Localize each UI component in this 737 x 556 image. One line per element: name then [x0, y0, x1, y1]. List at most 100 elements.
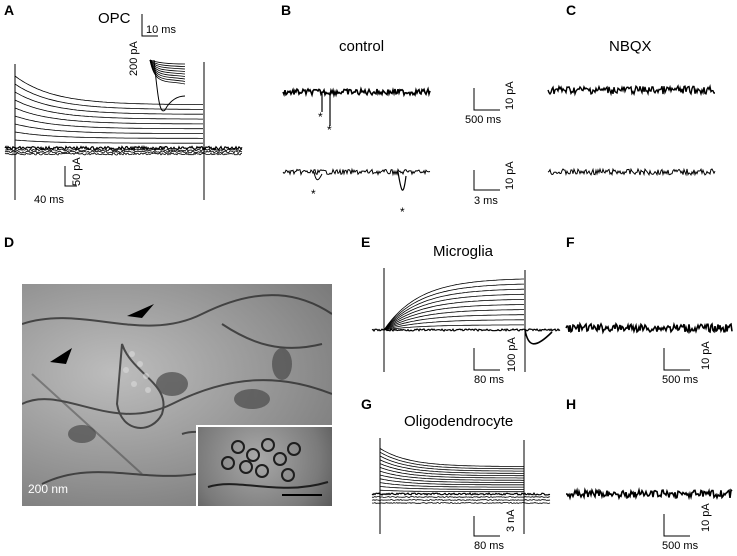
microglia-trace-2: [383, 319, 524, 331]
panel-e-scale-time-label: 80 ms: [474, 374, 504, 386]
opc-hyperpol-trace-2: [4, 150, 243, 154]
h-scalebar: [663, 514, 690, 537]
opc-inset-trace-2: [149, 59, 186, 70]
nbqx-trace-1: [547, 84, 715, 97]
microglia-trace-10: [383, 278, 524, 331]
panel-f-scale-time-label: 500 ms: [662, 374, 699, 386]
panel-g-title: Oligodendrocyte: [404, 413, 514, 430]
microglia-trace-5: [383, 304, 524, 331]
microglia-trace-1: [383, 324, 524, 331]
control-trace-fast: [282, 167, 431, 177]
panel-g-scale-time-label: 80 ms: [474, 540, 504, 552]
opc-trace-9: [14, 75, 203, 105]
panel-a-scale-current-label: 50 pA: [71, 157, 83, 186]
panel-label-b: B: [281, 2, 292, 18]
oligo-hyperpol-3: [371, 502, 551, 504]
microglia-trace-8: [383, 288, 524, 331]
oligo-trace-2: [379, 486, 524, 490]
oligo-trace-6: [379, 470, 524, 481]
panel-a-inset-time-label: 10 ms: [146, 24, 176, 36]
nbqx-trace-2: [547, 167, 716, 177]
microglia-baseline: [371, 328, 561, 332]
opc-trace-5: [14, 107, 203, 125]
panel-h-scale-current-label: 10 pA: [700, 503, 712, 532]
opc-trace-4: [14, 115, 203, 130]
f-scalebar: [663, 348, 690, 371]
panel-g-scale-current-label: 3 nA: [505, 509, 517, 532]
panel-b-scale2-time-label: 3 ms: [474, 195, 498, 207]
panel-c-title: NBQX: [609, 38, 652, 55]
opc-hyperpol-trace-3: [4, 152, 243, 156]
oligo-trace-11: [379, 451, 524, 470]
opc-inset-trace-8: [149, 59, 186, 85]
panel-f-scale-current-label: 10 pA: [700, 341, 712, 370]
oligo-trace-7: [379, 467, 524, 479]
oligo-trace-1: [379, 489, 524, 493]
opc-trace-6: [14, 99, 203, 120]
panel-label-h: H: [566, 396, 577, 412]
oligo-trace-12: [379, 448, 524, 467]
oligo-trace-8: [379, 463, 524, 477]
panel-a-scale-time-label: 40 ms: [34, 194, 64, 206]
panel-b-title: control: [339, 38, 385, 55]
asterisk-2: *: [327, 123, 332, 137]
inset-vesicles: [207, 438, 329, 496]
opc-inset-peak: [153, 59, 186, 112]
arrowhead-1: [127, 304, 154, 318]
control-trace-slow: [282, 86, 431, 98]
panel-e-scale-current-label: 100 pA: [506, 337, 518, 372]
oligo-scalebar: [473, 516, 500, 537]
opc-trace-8: [14, 83, 203, 110]
panel-b-scale1-time-label: 500 ms: [465, 114, 502, 126]
opc-inset-trace-0: [149, 59, 186, 65]
microglia-trace-3: [383, 314, 524, 331]
arrowhead-2: [50, 348, 72, 364]
oligo-baseline: [371, 491, 551, 496]
micrograph-inset: [196, 425, 332, 506]
opc-baseline: [4, 145, 243, 151]
opc-trace-3: [14, 123, 203, 134]
asterisk-3: *: [311, 187, 316, 201]
panel-label-f: F: [566, 234, 575, 250]
oligo-trace-10: [379, 455, 524, 472]
oligo-hyperpol-1: [371, 496, 551, 498]
microglia-scalebar: [473, 348, 500, 371]
opc-trace-1: [14, 139, 203, 144]
panel-h-scale-time-label: 500 ms: [662, 540, 699, 552]
opc-trace-7: [14, 91, 203, 115]
scale-bar-label-200nm: 200 nm: [28, 482, 69, 496]
oligo-hyperpol-2: [371, 499, 551, 502]
oligo-trace-9: [379, 459, 524, 474]
panel-e-title: Microglia: [433, 243, 494, 260]
opc-scalebar: [64, 166, 77, 187]
control-fast-event-2: [397, 171, 407, 191]
asterisk-4: *: [400, 205, 405, 219]
panel-b-scale1-current-label: 10 pA: [504, 81, 516, 110]
oligo-trace-5: [379, 474, 524, 483]
opc-inset-scalebar: [141, 14, 158, 37]
panel-label-d: D: [4, 234, 15, 250]
oligo-trace-4: [379, 478, 524, 486]
f-trace: [565, 321, 733, 335]
oligo-trace-3: [379, 482, 524, 488]
panel-label-c: C: [566, 2, 577, 18]
opc-inset-trace-1: [149, 59, 186, 67]
h-trace: [566, 487, 733, 501]
control-scalebar-1: [473, 88, 500, 111]
control-scalebar-2: [473, 170, 500, 191]
panel-a-title: OPC: [98, 10, 131, 27]
microglia-trace-6: [383, 299, 524, 331]
panel-label-e: E: [361, 234, 371, 250]
microglia-tail: [524, 329, 553, 345]
microglia-trace-7: [383, 293, 524, 331]
control-fast-event-1: [313, 171, 323, 181]
microglia-trace-9: [383, 283, 524, 331]
micrograph-texture: [22, 294, 332, 485]
panel-a-inset-current-label: 200 pA: [128, 41, 140, 76]
panel-label-a: A: [4, 2, 15, 18]
panel-b-scale2-current-label: 10 pA: [504, 161, 516, 190]
microglia-trace-4: [383, 309, 524, 331]
asterisk-1: *: [318, 110, 323, 124]
panel-label-g: G: [361, 396, 372, 412]
